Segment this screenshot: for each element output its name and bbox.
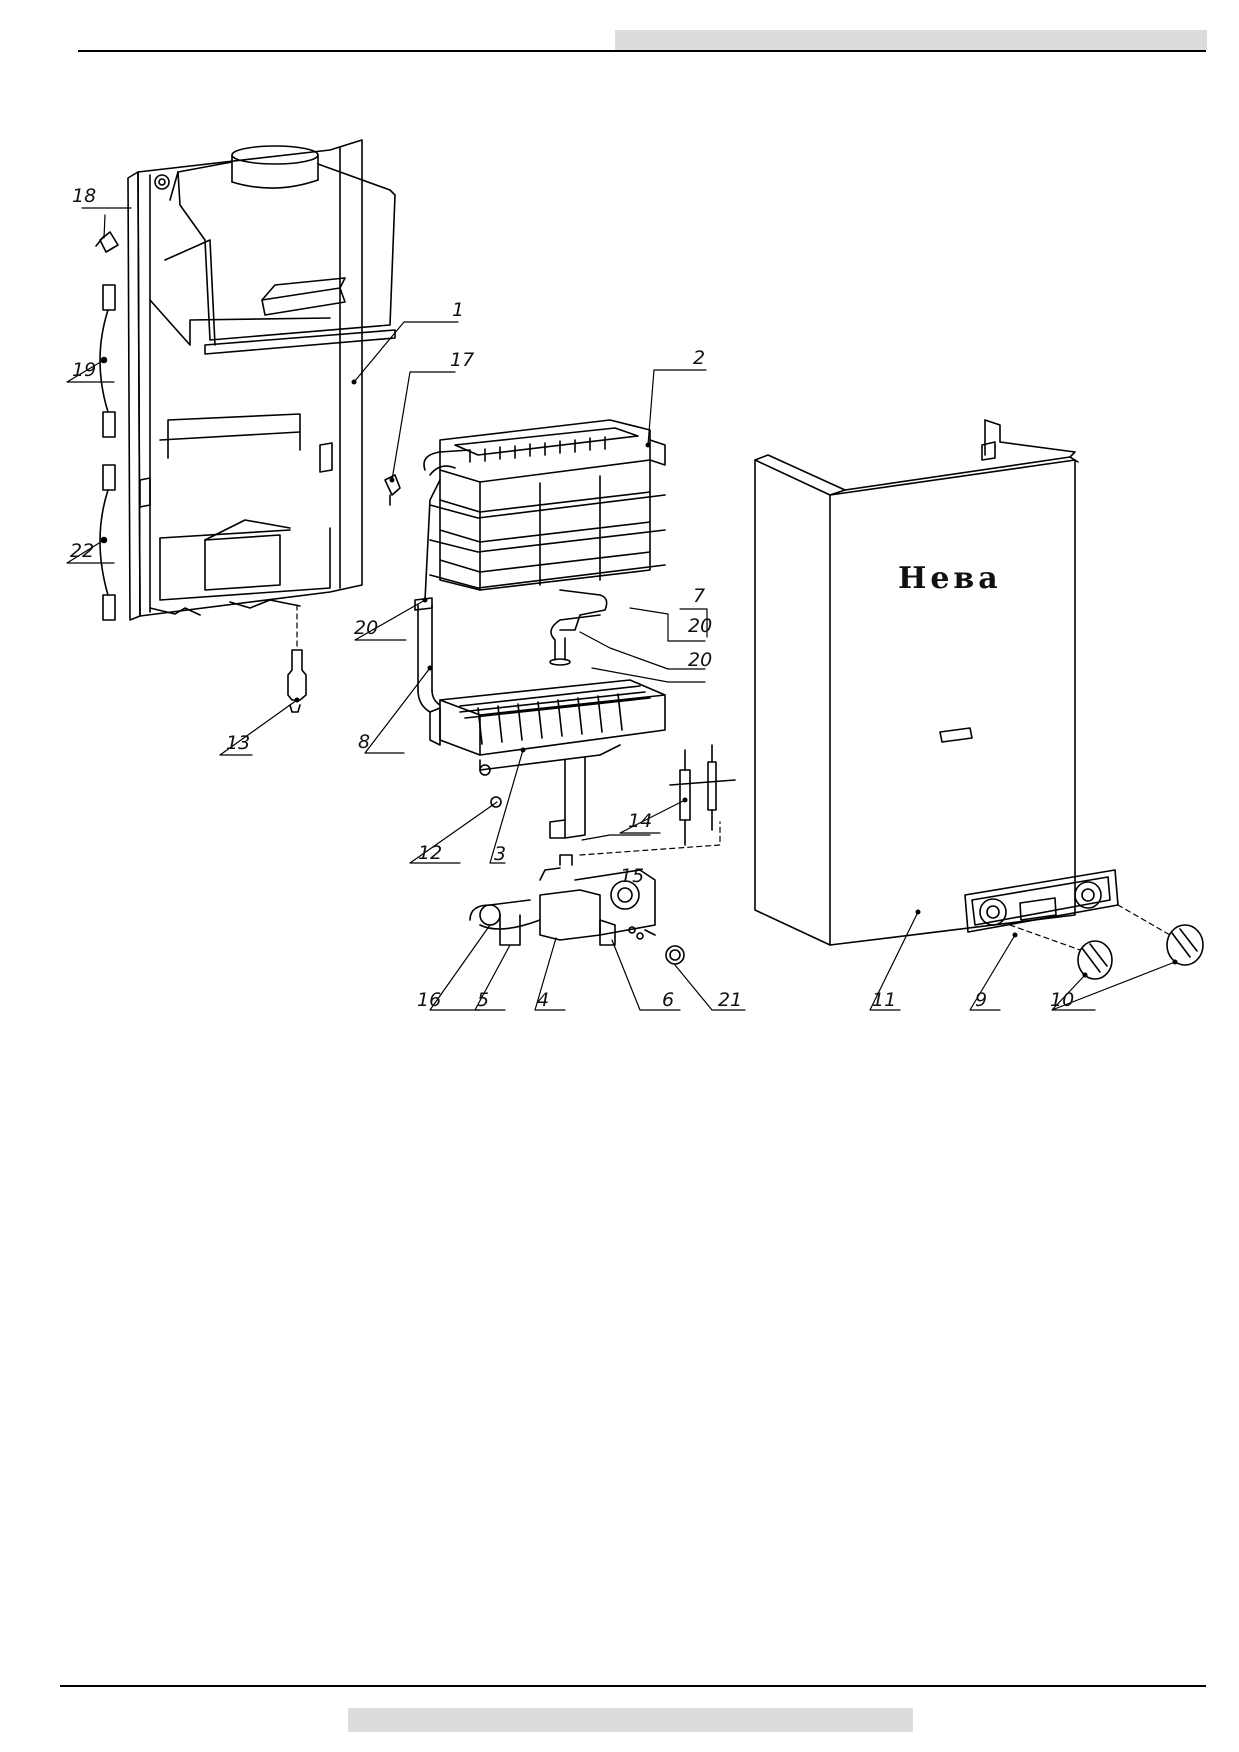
callout-10: 10 (1050, 989, 1074, 1011)
callout-16: 16 (417, 989, 441, 1011)
callout-8: 8 (358, 731, 370, 753)
header-bar (615, 30, 1207, 50)
callout-18: 18 (72, 185, 96, 207)
callout-12: 12 (418, 842, 442, 864)
callout-11: 11 (872, 989, 896, 1011)
callout-3: 3 (494, 843, 506, 865)
callout-7: 7 (693, 585, 705, 607)
callout-21: 21 (718, 989, 742, 1011)
callout-numbers: 1 2 3 4 5 6 7 8 9 10 11 12 13 14 15 16 1… (70, 185, 1074, 1011)
small-parts (95, 231, 502, 808)
casing (754, 419, 1079, 946)
control-panel (964, 869, 1119, 933)
boxed-label-frame (679, 608, 708, 638)
callout-20-pipe: 20 (354, 617, 378, 639)
burner (429, 679, 666, 839)
callout-5: 5 (477, 989, 489, 1011)
callout-1: 1 (452, 299, 464, 321)
leader-dots (294, 379, 1178, 978)
casing-brand: Нева (898, 561, 1002, 596)
assembly-lines (296, 604, 1171, 951)
heat-exchanger (414, 419, 666, 631)
callout-15: 15 (620, 865, 644, 887)
leader-lines (66, 207, 1176, 1011)
callout-6: 6 (662, 989, 674, 1011)
footer-rule (60, 1685, 1206, 1687)
footer-bar (348, 1708, 913, 1732)
control-knobs (1077, 924, 1204, 980)
callout-22: 22 (70, 540, 94, 562)
mounting-frame (127, 139, 363, 621)
header-rule (78, 50, 1206, 52)
electrodes (669, 744, 736, 846)
callout-20-gasket: 20 (688, 649, 712, 671)
callout-2: 2 (693, 347, 705, 369)
draft-hood (164, 145, 396, 355)
callout-20-boxed: 20 (688, 615, 712, 637)
callout-13: 13 (226, 732, 250, 754)
callout-14: 14 (628, 810, 652, 832)
callout-9: 9 (975, 989, 987, 1011)
callout-19: 19 (72, 359, 96, 381)
callout-17: 17 (450, 349, 474, 371)
gas-pipes (417, 604, 601, 713)
callout-4: 4 (537, 989, 549, 1011)
gas-water-block (469, 854, 685, 965)
